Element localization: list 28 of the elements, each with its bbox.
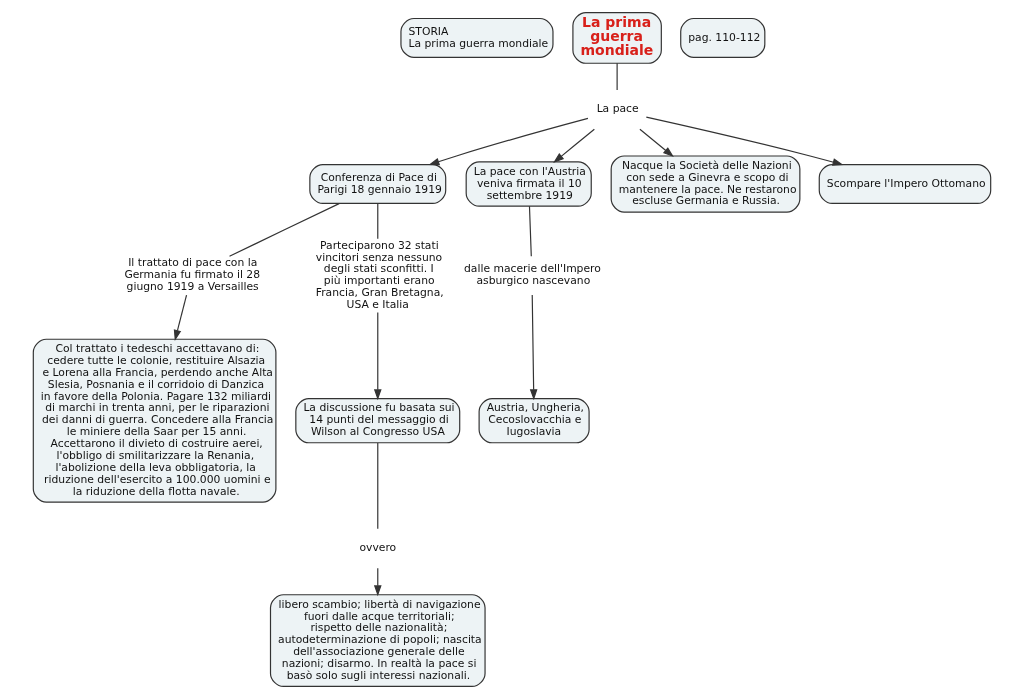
arrow	[639, 128, 674, 158]
node-box: Col trattato i tedeschi accettavano di: cedere tutte le colonie, restituire Alsazia e Lorena alla Francia, perdendo anche Alta Slesia, Posnania e il corridoio di Danzica in favore della Polonia. Pagare 132 miliardi di marchi in trenta anni, per le riparazioni dei danni di guerra. Concedere alla Francia le miniere della Saar per 15 anni. Accettarono il divieto di costruire aerei, l'obbligo di smilitarizzare la Renania, l'abolizione della leva obbligatoria, la riduzione dell'esercito a 100.000 uomini e la riduzione della flotta navale.	[32, 338, 277, 503]
node-box: La prima guerra mondiale	[572, 12, 662, 64]
node-box: Conferenza di Pace di Parigi 18 gennaio 1919	[309, 164, 447, 204]
connector	[616, 62, 618, 91]
node-box: Scompare l'Impero Ottomano	[818, 164, 992, 204]
arrow	[529, 294, 538, 401]
node-text: La pace	[596, 102, 639, 116]
arrow	[373, 311, 382, 401]
node-box: STORIA La prima guerra mondiale	[400, 17, 554, 58]
node-text: Parteciparono 32 stati vincitori senza nessuno degli stati sconfitti. I più importanti erano Francia, Gran Bretagna, USA e Italia	[315, 238, 444, 311]
node-text: Il trattato di pace con la Germania fu firmato il 28 giugno 1919 a Versailles	[124, 256, 261, 294]
node-box: pag. 110-112	[680, 17, 766, 58]
node-box: Austria, Ungheria, Cecoslovacchia e Iugoslavia	[478, 397, 590, 444]
node-box: La pace con l'Austria veniva firmata il 10 settembre 1919	[465, 161, 592, 207]
arrow	[173, 294, 188, 341]
node-box: Nacque la Società delle Nazioni con sede a Ginevra e scopo di mantenere la pace. Ne restarono escluse Germania e Russia.	[610, 155, 801, 213]
connector	[228, 203, 340, 257]
arrow	[553, 128, 595, 163]
node-text: dalle macerie dell'Impero asburgico nascevano	[464, 262, 601, 288]
connector	[377, 203, 379, 240]
node-box: libero scambio; libertà di navigazione fuori dalle acque territoriali; rispetto delle nazionalità; autodeterminazione di popoli; nascita dell'associazione generale delle nazioni; disarmo. In realtà la pace si basò solo sugli interessi nazionali.	[269, 594, 486, 687]
node-text: ovvero	[359, 541, 397, 555]
connector	[377, 442, 379, 530]
arrow	[428, 117, 589, 166]
arrow	[645, 116, 844, 166]
connector	[528, 205, 532, 257]
node-box: La discussione fu basata sui 14 punti del messaggio di Wilson al Congresso USA	[295, 397, 461, 444]
